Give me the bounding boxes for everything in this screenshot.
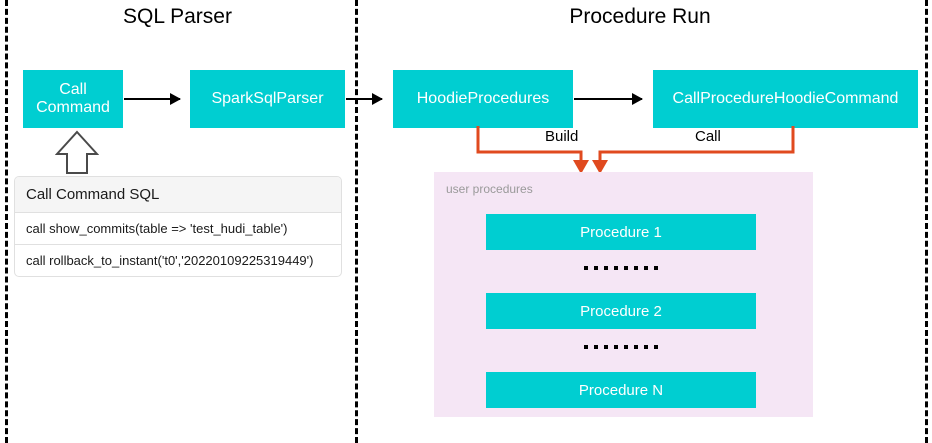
user-procedures-label: user procedures xyxy=(446,182,533,196)
procedure-item[interactable]: Procedure N xyxy=(486,372,756,408)
section-title-procedure-run: Procedure Run xyxy=(569,5,711,28)
section-divider-left xyxy=(5,0,8,443)
node-spark-sql-parser[interactable]: SparkSqlParser xyxy=(190,70,345,128)
user-procedures-panel: user procedures Procedure 1 Procedure 2 … xyxy=(434,172,813,417)
ellipsis-separator xyxy=(486,260,756,276)
section-divider-middle xyxy=(355,0,358,443)
connector-label-call: Call xyxy=(690,128,726,145)
arrow-call-command-to-spark-sql-parser xyxy=(124,93,181,105)
section-divider-right xyxy=(925,0,928,443)
node-call-command[interactable]: Call Command xyxy=(23,70,123,128)
node-call-procedure-hoodie-command[interactable]: CallProcedureHoodieCommand xyxy=(653,70,918,128)
call-command-sql-table: Call Command SQL call show_commits(table… xyxy=(14,176,342,277)
node-hoodie-procedures[interactable]: HoodieProcedures xyxy=(393,70,573,128)
sql-table-row: call show_commits(table => 'test_hudi_ta… xyxy=(15,213,341,245)
sql-table-row: call rollback_to_instant('t0','202201092… xyxy=(26,253,314,268)
ellipsis-separator xyxy=(486,339,756,355)
sql-table-header: Call Command SQL xyxy=(15,177,341,213)
connector-label-build: Build xyxy=(540,128,584,145)
procedure-item[interactable]: Procedure 2 xyxy=(486,293,756,329)
arrow-hoodie-procedures-to-call-procedure-hoodie-command xyxy=(574,93,643,105)
arrow-spark-sql-parser-to-hoodie-procedures xyxy=(346,93,383,105)
orange-build-call-connectors xyxy=(476,126,795,174)
procedure-item[interactable]: Procedure 1 xyxy=(486,214,756,250)
hollow-up-arrow-icon xyxy=(55,130,99,174)
section-title-sql-parser: SQL Parser xyxy=(123,5,232,28)
